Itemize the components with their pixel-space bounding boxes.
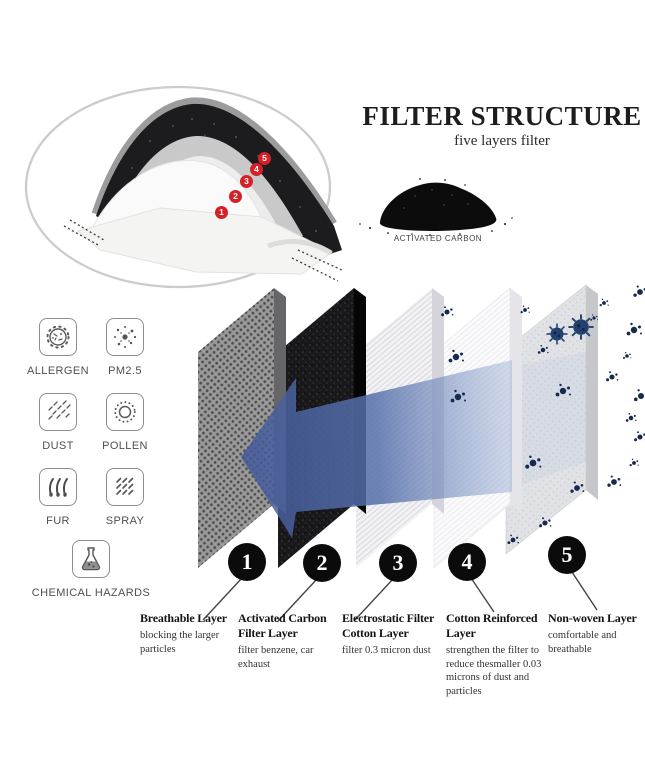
legend-non-woven-layer: Non-woven Layer comfortable and breathab…: [548, 611, 644, 656]
mask-bottom-sheet: [76, 207, 333, 275]
legend-cotton-reinforced-layer: Cotton Reinforced Layer strengthen the f…: [446, 611, 546, 698]
pm25-icon: [106, 318, 144, 356]
airflow-arrow: [241, 360, 512, 538]
allergen-icon: [39, 318, 77, 356]
page-title: FILTER STRUCTURE: [362, 101, 642, 131]
layer-number-2: 2: [303, 544, 341, 582]
layer-desc: comfortable and breathable: [548, 630, 617, 655]
mask-photo: [63, 97, 345, 282]
layer-name: Non-woven Layer: [548, 611, 637, 625]
mask-gray-layer: [112, 135, 303, 248]
ellipse-frame: [24, 85, 332, 289]
layer-name: Electrostatic Filter Cotton Layer: [342, 611, 434, 640]
mask-badge-4: 4: [250, 163, 263, 176]
hazard-dust-label: DUST: [42, 440, 74, 452]
layer-name: Activated Carbon Filter Layer: [238, 611, 327, 640]
spray-icon: [106, 468, 144, 506]
mask-badge-5: 5: [258, 152, 271, 165]
layer-name: Breathable Layer: [140, 611, 227, 625]
mask-badge-2: 2: [229, 190, 242, 203]
hazard-chemical: CHEMICAL HAZARDS: [16, 540, 166, 599]
hazard-pollen: POLLEN: [65, 393, 185, 452]
chemical-flask-icon: [72, 540, 110, 578]
carbon-pile: [359, 178, 513, 236]
hazard-pollen-label: POLLEN: [102, 440, 148, 452]
layer-number-3: 3: [379, 544, 417, 582]
hazard-fur: FUR: [0, 468, 118, 527]
layer-desc: filter benzene, car exhaust: [238, 645, 314, 670]
layer-number-1: 1: [228, 543, 266, 581]
hazard-pm25-label: PM2.5: [108, 365, 142, 377]
legend-activated-carbon-layer: Activated Carbon Filter Layer filter ben…: [238, 611, 338, 671]
hazard-allergen: ALLERGEN: [0, 318, 118, 377]
hazard-spray-label: SPRAY: [105, 515, 145, 527]
layer-number-4: 4: [448, 543, 486, 581]
mask-badge-3: 3: [240, 175, 253, 188]
connector-lines: [202, 568, 598, 622]
layer-desc: filter 0.3 micron dust: [342, 645, 431, 656]
hazard-dust: DUST: [0, 393, 118, 452]
legend-electrostatic-layer: Electrostatic Filter Cotton Layer filter…: [342, 611, 445, 658]
layer-desc: blocking the larger particles: [140, 630, 220, 655]
fur-icon: [39, 468, 77, 506]
hazard-allergen-label: ALLERGEN: [27, 365, 89, 377]
activated-carbon-label: ACTIVATED CARBON: [393, 234, 483, 243]
mask-outer-black-layer: [96, 103, 342, 262]
filter-layer-5: [505, 284, 598, 555]
pollen-icon: [106, 393, 144, 431]
dust-icon: [39, 393, 77, 431]
mask-badge-1: 1: [215, 206, 228, 219]
page-subtitle: five layers filter: [454, 133, 550, 149]
hazard-fur-label: FUR: [46, 515, 70, 527]
layer-number-5: 5: [548, 536, 586, 574]
hazard-chemical-label: CHEMICAL HAZARDS: [31, 587, 151, 599]
hazard-spray: SPRAY: [65, 468, 185, 527]
mask-stitching: [63, 219, 345, 282]
legend-breathable-layer: Breathable Layer blocking the larger par…: [140, 611, 236, 656]
layer-desc: strengthen the filter to reduce thesmall…: [446, 645, 542, 697]
hazard-pm25: PM2.5: [65, 318, 185, 377]
layer-name: Cotton Reinforced Layer: [446, 611, 538, 640]
